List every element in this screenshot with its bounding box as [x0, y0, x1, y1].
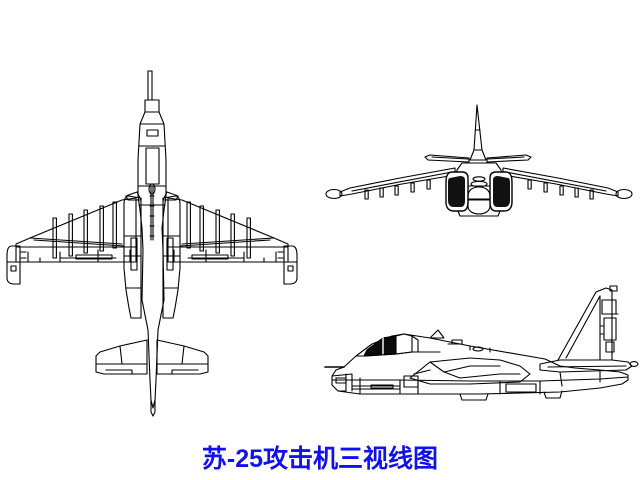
nose-pitot-tubes — [147, 70, 153, 101]
horizontal-stabilizer-front — [424, 154, 532, 163]
engine-intake-left-front[interactable] — [445, 171, 469, 212]
wingtip-pod-right-top — [277, 245, 298, 285]
top-view — [6, 70, 298, 417]
forward-fuselage-panels-side — [331, 373, 419, 395]
fuselage-outline-top — [137, 99, 167, 409]
tail-cone-top — [150, 399, 156, 417]
horizontal-stabilizer-top — [95, 339, 209, 375]
wing-right-front — [502, 167, 633, 200]
wing-pylons-right-front — [527, 179, 594, 200]
rear-fuselage-side — [499, 369, 601, 395]
horizontal-stabilizer-side — [539, 359, 639, 373]
landing-gear-fairing-side — [459, 390, 563, 401]
fuselage-spine-top — [148, 183, 156, 241]
front-view — [325, 104, 633, 217]
wing-pylons-left-front — [364, 179, 431, 200]
cockpit-canopy-side — [363, 333, 413, 357]
side-view — [324, 285, 639, 401]
cockpit-frame-side — [355, 335, 441, 357]
wing-pylons-left-top — [52, 201, 117, 259]
vertical-fin-side — [557, 285, 619, 361]
vertical-fin-front — [469, 104, 487, 161]
figure-caption: 苏-25攻击机三视线图 — [201, 445, 439, 473]
wing-left-front — [325, 167, 456, 200]
wing-root-fairing-top — [125, 191, 179, 201]
engine-intake-right-front[interactable] — [489, 171, 513, 212]
lower-fuselage-front — [457, 210, 501, 217]
wing-side — [409, 357, 531, 385]
nose-gear-fairing-front — [467, 176, 491, 215]
wingtip-pod-left-top — [6, 245, 27, 285]
wing-pylons-right-top — [186, 201, 251, 259]
dorsal-antenna-side — [429, 329, 491, 353]
